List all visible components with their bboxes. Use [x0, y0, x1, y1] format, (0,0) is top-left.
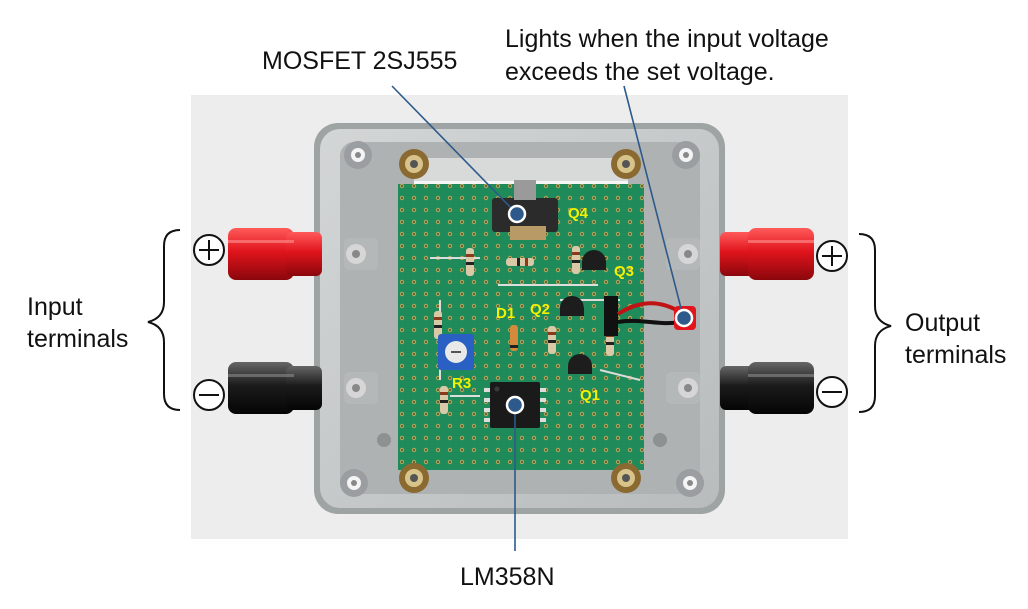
resistor	[434, 311, 442, 339]
label-q4: Q4	[568, 205, 589, 222]
callout-opamp	[505, 395, 525, 551]
input-terminals-label-line2: terminals	[27, 325, 129, 353]
corner-post-tl	[344, 141, 372, 169]
input-terminals-label-line1: Input	[27, 293, 83, 321]
led-callout-line1: Lights when the input voltage	[505, 25, 829, 53]
transistor-q2	[560, 296, 584, 316]
output-lug-minus	[666, 372, 700, 404]
label-d1: D1	[496, 305, 515, 322]
resistor	[466, 248, 474, 276]
input-plus-icon	[193, 234, 225, 266]
mosfet-callout-label: MOSFET 2SJ555	[262, 47, 458, 75]
output-minus-icon	[816, 376, 848, 408]
callout-led	[623, 85, 694, 328]
transistor-q3	[582, 250, 606, 270]
corner-post-tr	[672, 141, 700, 169]
input-binding-post-minus	[228, 362, 322, 414]
transistor-q1	[568, 354, 592, 374]
input-brace	[147, 229, 181, 411]
diode-d1	[510, 325, 518, 351]
label-q3: Q3	[614, 263, 634, 280]
input-binding-post-plus	[228, 228, 322, 280]
led-callout-line2: exceeds the set voltage.	[505, 58, 775, 86]
pcb-standoff-tr	[611, 149, 641, 179]
pin-header	[604, 296, 618, 336]
pcb-standoff-tl	[399, 149, 429, 179]
output-binding-post-plus	[720, 228, 814, 280]
output-brace	[858, 233, 892, 413]
output-terminals-label-line1: Output	[905, 309, 981, 337]
pcb-standoff-br	[611, 463, 641, 493]
input-lug-plus	[344, 238, 378, 270]
label-q1: Q1	[580, 387, 600, 404]
resistor	[572, 246, 580, 274]
output-binding-post-minus	[720, 362, 814, 414]
opamp-callout-label: LM358N	[460, 563, 555, 591]
pcb-standoff-bl	[399, 463, 429, 493]
resistor	[548, 326, 556, 354]
output-terminals-label-line2: terminals	[905, 341, 1007, 369]
output-plus-icon	[816, 240, 848, 272]
input-lug-minus	[344, 372, 378, 404]
callout-mosfet	[391, 85, 527, 224]
led-wire	[617, 318, 681, 326]
trimmer-r3	[438, 334, 474, 370]
resistor	[506, 258, 534, 266]
label-q2: Q2	[530, 301, 550, 318]
label-r3: R3	[452, 375, 471, 392]
corner-post-bl	[340, 469, 368, 497]
corner-post-br	[676, 469, 704, 497]
input-minus-icon	[193, 379, 225, 411]
resistor	[440, 386, 448, 414]
output-lug-plus	[666, 238, 700, 270]
